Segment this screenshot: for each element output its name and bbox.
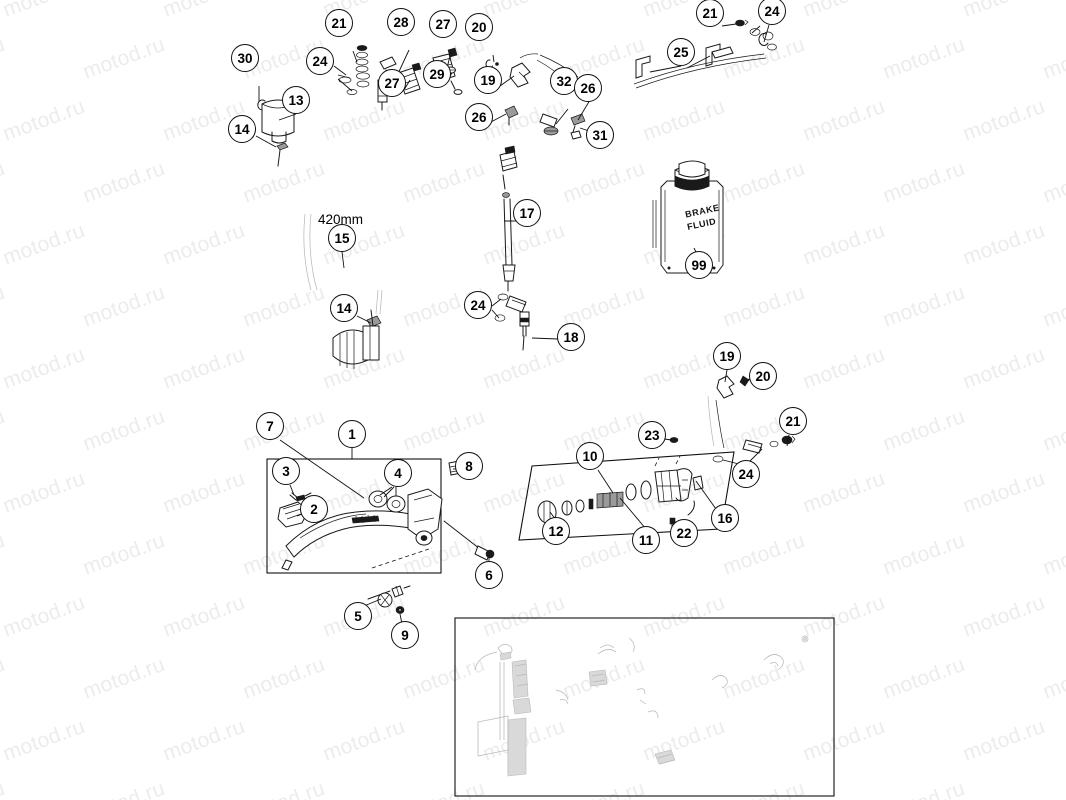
part-24-washers	[337, 74, 358, 95]
part-18-bleeder	[519, 311, 530, 351]
callout-1[interactable]: 1	[338, 420, 366, 448]
pedal-assembly-frame-box	[266, 458, 442, 574]
part-1-brake-pedal-lever	[281, 488, 443, 571]
callout-30[interactable]: 30	[231, 44, 259, 72]
callout-27b[interactable]: 27	[378, 69, 406, 97]
callout-4[interactable]: 4	[384, 459, 412, 487]
callout-3[interactable]: 3	[272, 457, 300, 485]
brake-fluid-can	[652, 160, 724, 274]
callout-27[interactable]: 27	[429, 10, 457, 38]
part-15-hose-ghost	[303, 213, 318, 291]
callout-24c[interactable]: 24	[464, 291, 492, 319]
callout-20b[interactable]: 20	[749, 362, 777, 390]
part-25-pipe-guides	[633, 43, 767, 89]
callout-99[interactable]: 99	[685, 251, 713, 279]
callout-20[interactable]: 20	[465, 13, 493, 41]
ghost-reference-contents	[474, 635, 809, 777]
part-31-piece	[570, 130, 582, 140]
callout-14[interactable]: 14	[228, 115, 256, 143]
callout-28[interactable]: 28	[387, 8, 415, 36]
callout-19b[interactable]: 19	[713, 342, 741, 370]
callout-31[interactable]: 31	[586, 121, 614, 149]
callout-26[interactable]: 26	[465, 103, 493, 131]
part-21-seal-stack	[355, 45, 370, 88]
part-24b-washers	[749, 28, 777, 51]
part-6-pin	[443, 520, 495, 561]
callout-23[interactable]: 23	[638, 421, 666, 449]
part-14-bolt-a	[276, 142, 289, 167]
part-5-clevis	[367, 547, 433, 608]
callout-16[interactable]: 16	[711, 504, 739, 532]
callout-29[interactable]: 29	[423, 60, 451, 88]
callout-7[interactable]: 7	[256, 412, 284, 440]
lead-7	[279, 439, 365, 499]
callout-21c[interactable]: 21	[779, 407, 807, 435]
callout-5[interactable]: 5	[344, 602, 372, 630]
callout-11[interactable]: 11	[632, 526, 660, 554]
part-24d-fittings	[707, 395, 779, 466]
part-19-bracket	[509, 62, 531, 88]
callout-21b[interactable]: 21	[696, 0, 724, 27]
part-19b-bracket	[716, 375, 735, 399]
callout-18[interactable]: 18	[557, 323, 585, 351]
part-4-bushings	[368, 486, 406, 513]
part-17-brake-hose	[499, 145, 518, 292]
callout-8[interactable]: 8	[455, 452, 483, 480]
part-10-master-cylinder-internals	[537, 455, 704, 524]
part-32-fitting	[539, 113, 559, 136]
callout-25[interactable]: 25	[667, 38, 695, 66]
callout-12[interactable]: 12	[542, 517, 570, 545]
callout-9[interactable]: 9	[391, 621, 419, 649]
callout-21[interactable]: 21	[325, 9, 353, 37]
callout-22[interactable]: 22	[670, 519, 698, 547]
callout-24b[interactable]: 24	[758, 0, 786, 25]
ghost-reference-panel-box	[454, 617, 835, 797]
callout-19[interactable]: 19	[474, 66, 502, 94]
callout-10[interactable]: 10	[576, 442, 604, 470]
callout-2[interactable]: 2	[300, 495, 328, 523]
part-26-clamp-a	[504, 105, 519, 126]
callout-15[interactable]: 15	[328, 224, 356, 252]
part-20b-clip	[739, 375, 750, 387]
part-21b-seal	[735, 19, 749, 27]
callout-13[interactable]: 13	[282, 86, 310, 114]
callout-24d[interactable]: 24	[732, 460, 760, 488]
callout-6[interactable]: 6	[475, 561, 503, 589]
part-9-nut	[395, 606, 405, 614]
callout-leader-lines	[255, 23, 790, 625]
callout-14b[interactable]: 14	[330, 294, 358, 322]
callout-26b[interactable]: 26	[574, 74, 602, 102]
callout-17[interactable]: 17	[513, 199, 541, 227]
length-note-label: 420mm	[318, 212, 364, 227]
part-14b-master-cylinder	[332, 289, 383, 369]
callout-24[interactable]: 24	[306, 47, 334, 75]
callout-32[interactable]: 32	[550, 67, 578, 95]
